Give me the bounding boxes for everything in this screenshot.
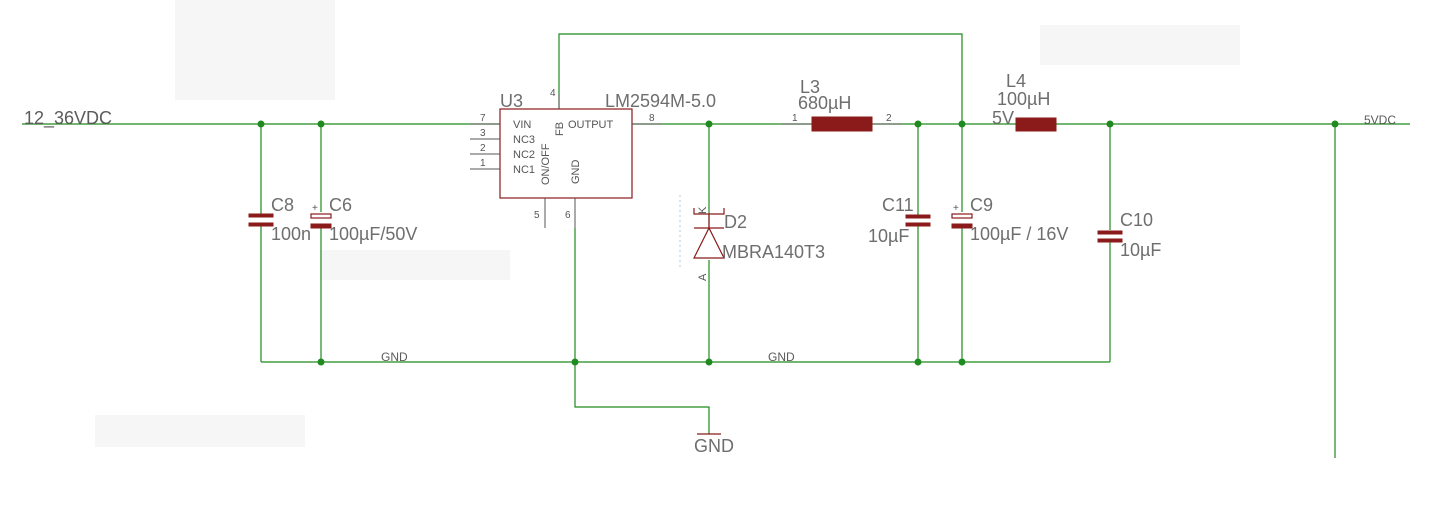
u3-pin-number: 2 <box>480 143 486 154</box>
d2-k-label: K <box>697 206 709 214</box>
c9-value: 100µF / 16V <box>970 224 1068 244</box>
c10-plate <box>1097 230 1123 235</box>
net-label-gnd: GND <box>381 350 408 364</box>
junction-dot <box>1331 120 1339 128</box>
capacitor-c6: + C6 100µF/50V <box>310 195 417 244</box>
u3-pin-number: 1 <box>480 158 486 169</box>
u3-pin-label-vin: VIN <box>513 119 531 131</box>
c9-name: C9 <box>970 195 993 215</box>
l3-pin-number: 1 <box>792 113 798 124</box>
net-label-gnd: GND <box>768 350 795 364</box>
c11-plate <box>905 222 931 227</box>
l3-name: L3 <box>800 77 820 97</box>
u3-pin-label-fb: FB <box>554 122 566 136</box>
c6-plus-sign: + <box>312 203 318 214</box>
c8-value: 100n <box>271 224 311 244</box>
l3-pin-number: 2 <box>886 113 892 124</box>
c11-name: C11 <box>882 195 914 215</box>
inductor-l3: 1 2 L3 680µH <box>782 77 902 132</box>
background-smudge <box>95 415 305 447</box>
c6-plate <box>310 223 332 229</box>
junction-dot <box>958 120 966 128</box>
u3-pin-number: 5 <box>534 210 540 221</box>
c8-plate <box>248 222 274 227</box>
u3-pin-label-nc1: NC1 <box>513 164 535 176</box>
c11-plate <box>905 214 931 219</box>
wire-gnd-symbol <box>574 362 710 434</box>
c10-value: 10µF <box>1120 240 1161 260</box>
capacitor-c10: C10 10µF <box>1097 210 1161 260</box>
c8-plate <box>248 213 274 218</box>
d2-value: MBRA140T3 <box>722 242 825 262</box>
diode-d2: K A D2 MBRA140T3 <box>679 195 825 281</box>
capacitor-c9: + C9 100µF / 16V <box>951 195 1068 244</box>
junction-dot <box>571 358 579 366</box>
l4-note: 5V <box>992 108 1014 128</box>
u3-pin-label-onoff: ON/OFF <box>540 143 552 185</box>
u3-pin-label-nc2: NC2 <box>513 149 535 161</box>
c6-name: C6 <box>329 195 352 215</box>
u3-pin-number: 7 <box>480 113 486 124</box>
u3-name: U3 <box>500 91 523 111</box>
l4-body <box>1015 117 1057 132</box>
u3-pin-number: 3 <box>480 128 486 139</box>
d2-name: D2 <box>724 212 747 232</box>
l4-value: 100µH <box>997 89 1050 109</box>
inductor-l4: L4 100µH 5V <box>992 71 1057 132</box>
u3-pin-number: 8 <box>649 113 655 124</box>
u3-pin-number: 4 <box>550 88 556 99</box>
c9-plus-sign: + <box>953 203 959 214</box>
c10-plate <box>1097 238 1123 243</box>
net-label-5vdc: 5VDC <box>1364 113 1396 127</box>
junction-dot <box>958 358 966 366</box>
c6-plate-positive <box>310 213 332 219</box>
junction-dot <box>257 120 265 128</box>
junction-dot <box>914 358 922 366</box>
c9-plate-positive <box>951 213 973 219</box>
u3-pin-label-nc3: NC3 <box>513 134 535 146</box>
wires <box>22 33 1410 458</box>
net-label-vin: 12_36VDC <box>24 108 112 129</box>
capacitor-c8: C8 100n <box>248 195 311 244</box>
junction-dot <box>317 120 325 128</box>
capacitor-c11: C11 10µF <box>868 195 931 246</box>
d2-a-label: A <box>697 273 709 281</box>
junction-dot <box>317 358 325 366</box>
u3-pin-label-output: OUTPUT <box>568 119 614 131</box>
c11-value: 10µF <box>868 226 909 246</box>
u3-regulator: 7 3 2 1 4 8 5 6 VIN NC3 NC2 NC1 OUTPUT O… <box>470 88 716 228</box>
junction-dot <box>1106 120 1114 128</box>
u3-pin-number: 6 <box>565 210 571 221</box>
l4-name: L4 <box>1006 71 1026 91</box>
d2-anode-triangle <box>693 226 725 259</box>
background-smudge <box>320 250 510 280</box>
c10-name: C10 <box>1120 210 1153 230</box>
wire-feedback <box>558 33 963 124</box>
junctions <box>257 120 1339 366</box>
c8-name: C8 <box>271 195 294 215</box>
junction-dot <box>914 120 922 128</box>
junction-dot <box>705 358 713 366</box>
l3-value: 680µH <box>798 93 851 113</box>
u3-value: LM2594M-5.0 <box>605 91 716 111</box>
junction-dot <box>705 120 713 128</box>
c6-value: 100µF/50V <box>329 224 417 244</box>
c9-plate <box>951 223 973 229</box>
background-smudge <box>1040 25 1240 65</box>
gnd-symbol-label: GND <box>694 436 734 456</box>
l3-body <box>811 116 873 132</box>
u3-pin-label-gnd: GND <box>570 160 582 185</box>
gnd-symbol: GND <box>694 433 734 456</box>
background-smudge <box>175 0 335 100</box>
